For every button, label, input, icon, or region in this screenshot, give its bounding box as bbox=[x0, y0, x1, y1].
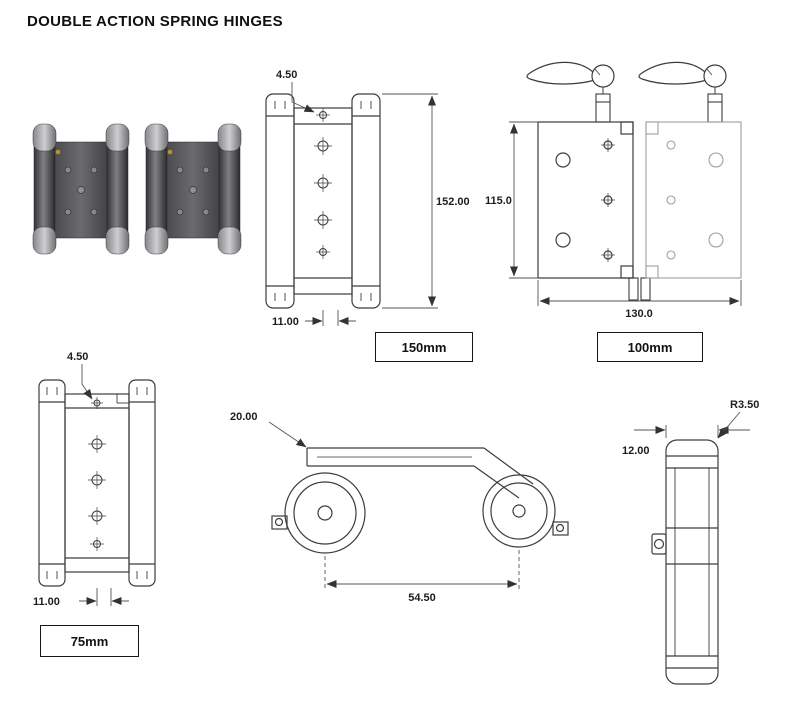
hinge-photo-1 bbox=[32, 123, 130, 255]
size-label-75mm: 75mm bbox=[40, 625, 139, 657]
hinge-150-dimension-lines bbox=[291, 82, 438, 326]
hinge-75-dimension-lines bbox=[79, 364, 129, 606]
hinge-photo-1-body bbox=[32, 123, 130, 255]
side-view-dimension-lines bbox=[634, 411, 750, 439]
top-view-dimension-lines bbox=[268, 421, 520, 589]
drawing-150mm-front-view: 4.50 152.00 11.00 bbox=[265, 69, 470, 328]
size-label-75mm-text: 75mm bbox=[70, 633, 109, 649]
hinge-75-outline bbox=[38, 379, 156, 587]
top-view-leaf-plate bbox=[306, 447, 534, 499]
left-leaf bbox=[537, 121, 634, 279]
dim-100-width-label: 130.0 bbox=[625, 308, 653, 320]
dim-75-top-offset-label: 4.50 bbox=[67, 351, 88, 363]
size-label-150mm-text: 150mm bbox=[401, 339, 447, 355]
drawing-side-view: 12.00 R3.50 bbox=[622, 399, 759, 685]
page-title: DOUBLE ACTION SPRING HINGES bbox=[27, 13, 283, 30]
dim-top-thickness-label: 20.00 bbox=[230, 411, 258, 423]
dim-150-top-offset-label: 4.50 bbox=[276, 69, 297, 81]
drawing-100mm-open-view: 115.0 130.0 bbox=[485, 61, 742, 320]
drawing-75mm-front-view: 4.50 11.00 bbox=[33, 351, 156, 608]
drawing-top-view: 20.00 54.50 bbox=[230, 411, 569, 604]
dim-75-bottom-offset-label: 11.00 bbox=[33, 596, 60, 608]
size-label-150mm: 150mm bbox=[375, 332, 473, 362]
hinge-75-holes bbox=[88, 397, 106, 551]
dim-side-radius-label: R3.50 bbox=[730, 399, 759, 411]
knuckle-pins bbox=[595, 93, 723, 301]
dim-top-span-label: 54.50 bbox=[408, 592, 436, 604]
size-label-100mm-text: 100mm bbox=[627, 339, 673, 355]
product-photo-group bbox=[28, 118, 246, 260]
hinge-150-outline bbox=[265, 93, 381, 309]
hinge-150-holes bbox=[314, 108, 332, 259]
dim-150-height-label: 152.00 bbox=[436, 196, 470, 208]
hinge-photo-2 bbox=[144, 123, 242, 255]
spring-tension-levers bbox=[526, 61, 727, 94]
dim-side-width-label: 12.00 bbox=[622, 445, 650, 457]
hinge-100-dimension-lines bbox=[509, 121, 742, 306]
dim-150-bottom-offset-label: 11.00 bbox=[272, 316, 299, 328]
dim-100-height-label: 115.0 bbox=[485, 195, 512, 207]
hinge-photo-2-body bbox=[144, 123, 242, 255]
size-label-100mm: 100mm bbox=[597, 332, 703, 362]
side-view-body bbox=[651, 439, 719, 685]
top-view-barrels bbox=[271, 472, 569, 554]
right-leaf bbox=[645, 121, 742, 279]
